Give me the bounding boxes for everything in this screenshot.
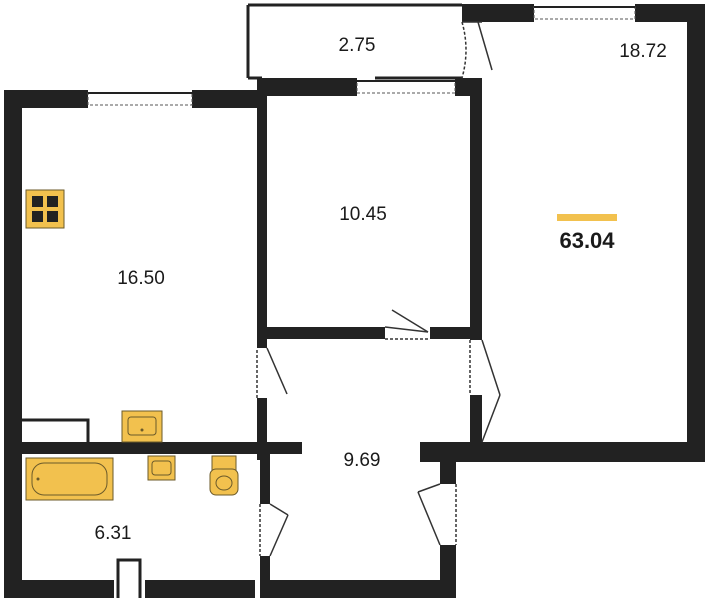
bathroom-area: 6.31 [94,523,132,544]
toilet-icon [209,455,239,496]
bedroom-area: 10.45 [339,204,387,225]
doors [256,21,501,557]
total-area-accent-bar [557,214,617,221]
balcony-area: 2.75 [338,35,376,56]
walls [4,4,705,598]
kitchen-area: 16.50 [117,268,165,289]
window-sills [88,6,635,94]
balcony-outline [246,3,462,80]
hallway-area: 9.69 [343,450,381,471]
bath-sink-icon [147,455,176,481]
total-area: 63.04 [559,228,615,253]
bathtub-icon [25,457,114,501]
stove-icon [25,189,65,229]
kitchen-sink-icon [121,410,163,443]
counter-outline [22,418,90,442]
living-room-area: 18.72 [619,41,667,62]
shaft-outline [116,558,142,598]
